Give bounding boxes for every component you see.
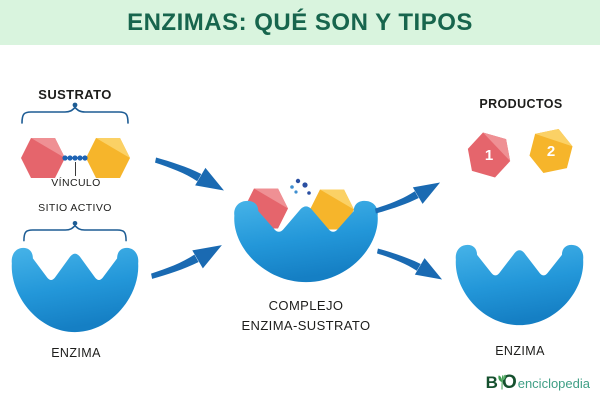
active-site-brace xyxy=(23,220,127,242)
logo-text: enciclopedia xyxy=(517,376,590,391)
bond-label: VÍNCULO xyxy=(51,177,101,189)
products-label: PRODUCTOS xyxy=(479,97,563,111)
arrow-substrate-to-complex-icon xyxy=(155,157,224,191)
enzyme-right-label: ENZIMA xyxy=(495,344,545,358)
product-hexagon-yellow xyxy=(529,128,573,174)
logo-letter-b: B xyxy=(485,373,498,392)
complex-label-line1: COMPLEJO xyxy=(268,298,344,313)
logo-letter-o: O xyxy=(501,372,517,393)
bond-pointer-line xyxy=(75,162,76,176)
substrate-brace xyxy=(21,102,129,124)
arrow-enzyme-to-complex-icon xyxy=(151,245,222,279)
enzyme-left-label: ENZIMA xyxy=(51,346,101,360)
complex-label-line2: ENZIMA-SUSTRATO xyxy=(241,318,371,333)
arrow-complex-to-enzyme-icon xyxy=(376,248,443,280)
bond-breaking-dots xyxy=(290,178,311,195)
complex-enzyme-shape xyxy=(234,200,378,283)
title-banner: ENZIMAS: QUÉ SON Y TIPOS xyxy=(0,0,600,45)
substrate-label: SUSTRATO xyxy=(38,87,112,102)
active-site-label: SITIO ACTIVO xyxy=(38,202,112,214)
leaf-icon xyxy=(498,374,506,390)
page-title: ENZIMAS: QUÉ SON Y TIPOS xyxy=(127,8,473,36)
bioenciclopedia-logo: B O enciclopedia xyxy=(486,372,590,394)
product-hexagon-red xyxy=(467,132,511,178)
complex-hexagon-yellow xyxy=(310,189,354,230)
bond-dotted-link xyxy=(62,155,88,161)
enzyme-left-shape xyxy=(11,247,139,333)
enzyme-right-shape xyxy=(455,244,584,326)
product-1-number: 1 xyxy=(484,147,494,164)
substrate-hexagon-red xyxy=(21,138,65,178)
product-2-number: 2 xyxy=(546,143,556,160)
substrate-hexagon-yellow xyxy=(86,138,130,178)
arrow-complex-to-products-icon xyxy=(374,182,441,214)
